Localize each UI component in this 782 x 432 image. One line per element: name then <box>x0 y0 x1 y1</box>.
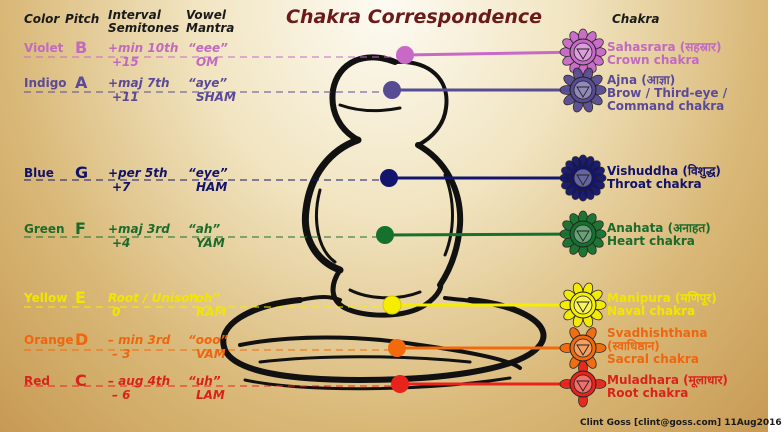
chakra-desc-1: Brow / Third-eye / <box>607 86 728 100</box>
semitones-1: +11 <box>112 90 139 104</box>
chakra-desc-6: Root chakra <box>607 386 689 400</box>
lotus-icon-3 <box>559 210 607 258</box>
pitch-4: E <box>75 288 86 307</box>
chakra-dot-2 <box>380 169 398 187</box>
mantra-2: HAM <box>196 180 228 194</box>
lotus-icon-0 <box>559 28 607 76</box>
pitch-3: F <box>75 219 86 238</box>
chakra-dot-5 <box>388 339 406 357</box>
vowel-1: “aye” <box>188 76 228 90</box>
chakra-desc-3: Heart chakra <box>607 234 695 248</box>
chakra-desc-0: Crown chakra <box>607 53 700 67</box>
header-semitones: Semitones <box>108 21 180 35</box>
color-name-1: Indigo <box>24 76 67 90</box>
color-name-0: Violet <box>24 41 64 55</box>
chakra-name-1: Ajna (आज्ञा) <box>607 73 676 87</box>
lotus-icon-1 <box>559 67 607 113</box>
pitch-6: C <box>75 371 87 390</box>
mantra-3: YAM <box>196 236 225 250</box>
chakra-dot-4 <box>382 295 402 315</box>
chakra-name-4: Manipura (मणिपूर) <box>607 291 717 305</box>
vowel-3: “ah” <box>188 222 221 236</box>
header-vowel: Vowel <box>186 8 226 22</box>
pitch-1: A <box>75 73 88 92</box>
header-color: Color <box>24 12 60 26</box>
color-name-5: Orange <box>24 333 74 347</box>
chakra-name-2: Vishuddha (विशुद्ध) <box>607 164 721 178</box>
pitch-5: D <box>75 330 89 349</box>
vowel-6: “uh” <box>188 374 221 388</box>
chakra-dot-0 <box>396 46 414 64</box>
pitch-0: B <box>75 38 88 57</box>
mantra-1: SHAM <box>196 90 236 104</box>
color-name-3: Green <box>24 222 65 236</box>
semitones-0: +15 <box>112 55 139 69</box>
mantra-6: LAM <box>196 388 225 402</box>
header-interval: Interval <box>108 8 161 22</box>
chakra-desc2-1: Command chakra <box>607 99 725 113</box>
chakra-line-0 <box>404 50 586 57</box>
pitch-2: G <box>75 163 89 182</box>
credit-line: Clint Goss [clint@goss.com] 11Aug2016 <box>580 418 782 428</box>
header-mantra: Mantra <box>186 21 235 35</box>
vowel-0: “eee” <box>188 41 228 55</box>
chakra-name-5: Svadhishthana <box>607 326 708 340</box>
chakra-dots <box>376 46 414 393</box>
interval-4: Root / Unison <box>108 291 198 305</box>
semitones-5: – 3 <box>112 347 131 361</box>
header-pitch: Pitch <box>65 12 100 26</box>
semitones-2: +7 <box>112 180 131 194</box>
mantra-4: RAM <box>196 305 227 319</box>
chakra-dot-6 <box>391 375 409 393</box>
vowel-2: “eye” <box>188 166 228 180</box>
row-lines <box>24 50 586 387</box>
interval-6: – aug 4th <box>108 374 171 388</box>
chakra-name-6: Muladhara (मूलाधार) <box>607 373 728 387</box>
interval-1: +maj 7th <box>108 76 170 90</box>
interval-3: +maj 3rd <box>108 222 170 236</box>
color-name-4: Yellow <box>24 291 68 305</box>
color-name-2: Blue <box>24 166 54 180</box>
vowel-5: “ooo” <box>188 333 229 347</box>
interval-0: +min 10th <box>108 41 179 55</box>
interval-5: – min 3rd <box>108 333 171 347</box>
mantra-5: VAM <box>196 347 226 361</box>
chakra-desc-2: Throat chakra <box>607 177 702 191</box>
interval-2: +per 5th <box>108 166 168 180</box>
mantra-0: OM <box>196 55 219 69</box>
vowel-4: “oh” <box>188 291 221 305</box>
chakra-symbols <box>559 28 607 408</box>
page-title: Chakra Correspondence <box>286 6 543 28</box>
chakra-desc2-5: Sacral chakra <box>607 352 699 366</box>
meditating-figure <box>220 54 547 391</box>
chakra-name-3: Anahata (अनाहत) <box>607 221 711 235</box>
chakra-desc-4: Naval chakra <box>607 304 696 318</box>
semitones-3: +4 <box>112 236 131 250</box>
chakra-dot-3 <box>376 226 394 244</box>
header-chakra: Chakra <box>612 12 660 26</box>
semitones-4: 0 <box>112 305 121 319</box>
lotus-icon-5 <box>559 327 607 369</box>
lotus-icon-2 <box>559 154 607 202</box>
chakra-dot-1 <box>383 81 401 99</box>
chakra-name-0: Sahasrara (सहस्रार) <box>607 40 722 54</box>
lotus-icon-6 <box>559 360 607 408</box>
chakra-line-3 <box>384 232 586 237</box>
semitones-6: – 6 <box>112 388 131 402</box>
chakra-desc-5: (स्वाधिष्ठान) <box>607 339 660 353</box>
color-name-6: Red <box>24 374 50 388</box>
lotus-icon-4 <box>559 282 607 328</box>
